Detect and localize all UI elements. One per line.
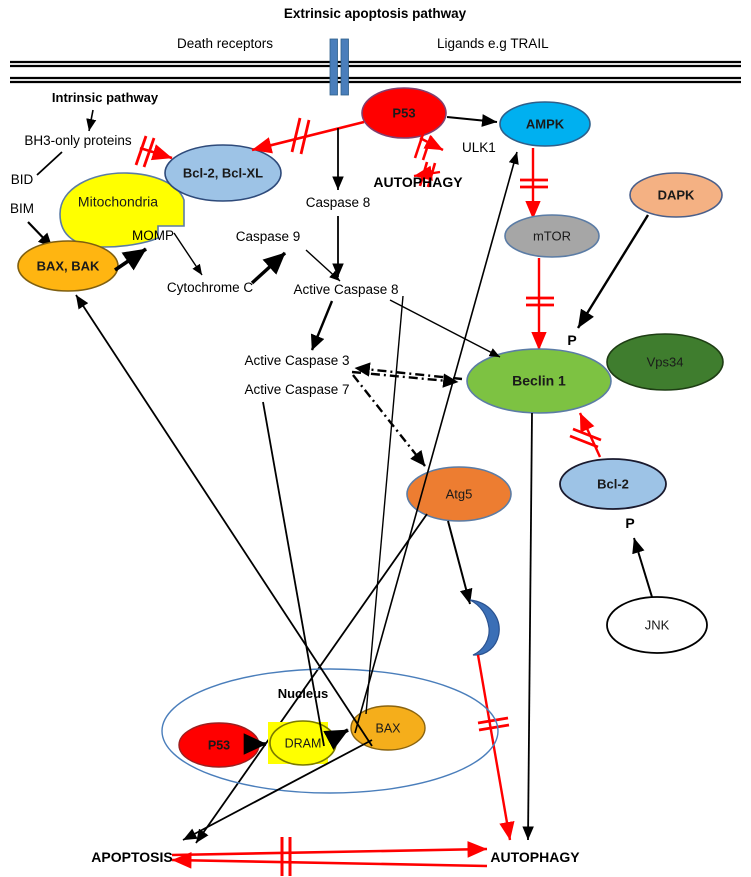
inhibition-p53-to-bcl2 — [251, 120, 365, 154]
dapk-node — [629, 172, 723, 218]
nucleus-dram-label: DRAM — [285, 736, 322, 750]
ulk1-label: ULK1 — [462, 140, 496, 155]
ampk-label: AMPK — [526, 116, 565, 131]
arrow-dram-to-nucleusbax — [323, 728, 349, 751]
intrinsic-pathway-title: Intrinsic pathway — [52, 90, 159, 105]
mtor-label: mTOR — [533, 228, 571, 243]
inhibition-p53-to-autophagy-top — [413, 165, 441, 181]
bcl2-lower-node — [559, 458, 667, 510]
inhibition-bar-ampk-mtor — [520, 178, 548, 189]
momp-label: MOMP — [132, 228, 174, 243]
dashdot-beclin1-to-activecaspase3 — [354, 362, 463, 381]
dapk-label: DAPK — [658, 187, 695, 202]
nucleus-boundary — [161, 668, 499, 794]
line-activecaspase7-to-nucleus — [262, 401, 325, 747]
bcl2-bclxl-label: Bcl-2, Bcl-XL — [183, 165, 263, 180]
arrow-atg5-to-phagophore — [447, 520, 473, 605]
inhibition-bar-phagophore-autophagy — [477, 716, 510, 732]
beclin1-label: Beclin 1 — [512, 373, 566, 389]
line-activecaspase8-branch-to-nucleusbax — [365, 295, 404, 715]
arrow-bax-to-momp — [113, 247, 148, 272]
phospho-beclin-label: P — [567, 332, 576, 348]
active-caspase7-label: Active Caspase 7 — [244, 382, 349, 397]
arrow-momp-to-cytochromec — [173, 232, 203, 276]
inhibition-p53-to-ulk1 — [419, 134, 444, 152]
jnk-label: JNK — [645, 617, 670, 632]
cytochrome-c-label: Cytochrome C — [167, 280, 254, 295]
ampk-node — [499, 101, 591, 147]
arrow-nucleus-to-ampk — [354, 151, 519, 734]
mitochondria-label: Mitochondria — [78, 194, 158, 210]
inhibition-phagophore-to-autophagy — [476, 654, 515, 841]
inhibition-bh3-to-bcl2 — [139, 144, 173, 161]
dashdot-activecaspase3-to-atg5 — [352, 374, 426, 467]
arrow-activecaspase8-to-beclin1 — [389, 299, 501, 358]
beclin1-node — [466, 348, 612, 414]
autophagy-top-label: AUTOPHAGY — [373, 174, 463, 190]
apoptosis-bottom-label: APOPTOSIS — [91, 849, 172, 865]
nucleus-p53-label: P53 — [208, 738, 230, 752]
inhibition-bar-p53-ulk1 — [413, 133, 433, 161]
bid-label: BID — [11, 172, 34, 187]
nucleus-bax-label: BAX — [375, 721, 401, 735]
line-bh3-to-bid — [36, 151, 63, 176]
atg5-label: Atg5 — [446, 486, 473, 501]
bh3-only-proteins-label: BH3-only proteins — [24, 133, 132, 148]
caspase8-label: Caspase 8 — [306, 195, 371, 210]
bax-bak-label: BAX, BAK — [37, 258, 100, 273]
ligands-label: Ligands e.g TRAIL — [437, 36, 549, 51]
inhibition-bar-bh3-bcl2 — [134, 135, 156, 168]
phagophore-icon — [469, 599, 500, 656]
death-receptor-bars — [329, 38, 349, 96]
phospho-bcl2-label: P — [625, 515, 634, 531]
nucleus-label: Nucleus — [278, 686, 329, 701]
vps34-label: Vps34 — [647, 354, 684, 369]
arrow-intrinsic-to-bh3 — [86, 109, 97, 132]
arrow-cytochromec-to-caspase9 — [250, 251, 287, 285]
bim-label: BIM — [10, 201, 34, 216]
autophagy-bottom-label: AUTOPHAGY — [490, 849, 580, 865]
death-receptors-label: Death receptors — [177, 36, 273, 51]
crosstalk-arrow-apoptosis-to-autophagy — [171, 841, 488, 858]
figure-title: Extrinsic apoptosis pathway — [284, 6, 467, 21]
arrow-activecaspase8-to-activecaspase3 — [310, 300, 334, 351]
crosstalk-arrow-autophagy-to-apoptosis — [171, 852, 488, 869]
arrow-dapk-to-beclin1-phospho — [576, 214, 650, 329]
inhibition-bar-p53-bcl2 — [290, 117, 311, 155]
arrow-p53-to-ampk — [446, 114, 498, 127]
active-caspase3-label: Active Caspase 3 — [244, 353, 349, 368]
crosstalk-inhibition-bar — [280, 837, 292, 876]
vps34-node — [606, 333, 724, 391]
arrow-nucleusbax-to-baxbak — [75, 294, 373, 747]
inhibition-bar-p53-autophagy — [418, 161, 437, 188]
active-caspase8-label: Active Caspase 8 — [293, 282, 398, 297]
arrow-beclin1-to-autophagy — [522, 412, 534, 841]
caspase9-label: Caspase 9 — [236, 229, 301, 244]
bcl2-bclxl-node — [164, 144, 282, 202]
inhibition-bar-mtor-beclin1 — [526, 296, 554, 307]
p53-top-label: P53 — [392, 105, 415, 120]
jnk-node — [606, 596, 708, 654]
arrow-nucleusbax-to-apoptosis — [182, 739, 373, 841]
inhibition-bar-bcl2-beclin1 — [569, 427, 602, 449]
nucleus-bax-node — [350, 705, 426, 751]
bcl2-lower-label: Bcl-2 — [597, 476, 629, 491]
mtor-node — [504, 214, 600, 258]
arrow-jnk-to-bcl2-phospho — [632, 537, 653, 598]
p53-top-node — [361, 87, 447, 139]
plasma-membrane — [10, 60, 741, 84]
atg5-node — [406, 466, 512, 522]
